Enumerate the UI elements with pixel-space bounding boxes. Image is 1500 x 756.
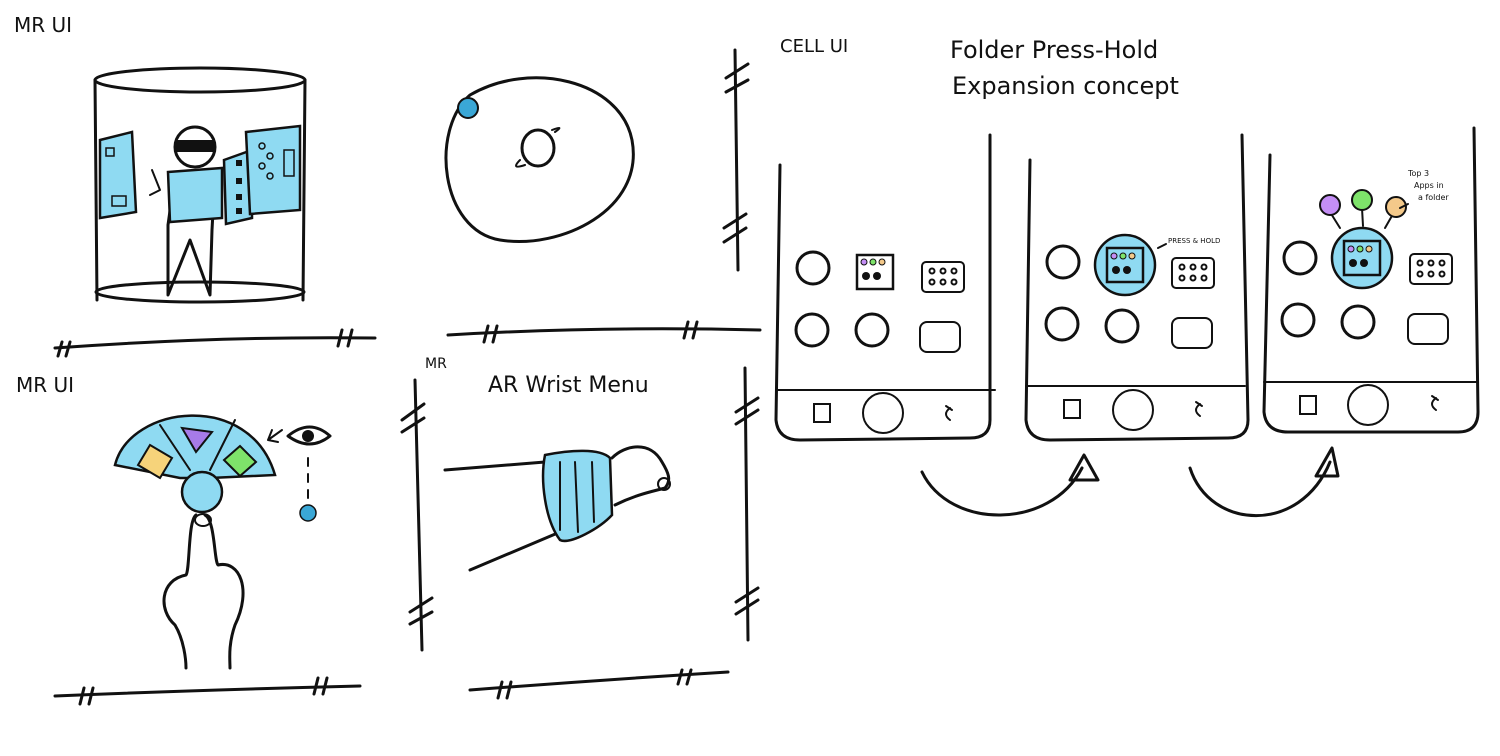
app-icon — [795, 250, 831, 286]
panel-ar-wrist-menu: MR AR Wrist Menu — [400, 356, 760, 700]
label-mr-ui-bottom: MR UI — [16, 373, 74, 397]
label-folder-title-line1: Folder Press-Hold — [950, 36, 1158, 64]
phone-2: PRESS & HOLD — [1024, 133, 1250, 442]
panel-orbit — [444, 48, 762, 344]
top-app-orange — [1385, 196, 1407, 218]
folder-icon — [855, 253, 895, 291]
center-floating-panel — [166, 166, 224, 224]
label-press-hold: PRESS & HOLD — [1168, 237, 1220, 245]
top-app-green — [1351, 189, 1373, 211]
phone-3: Top 3 Apps in a folder — [1262, 126, 1480, 434]
label-folder-title-line2: Expansion concept — [952, 72, 1179, 100]
panel-cell-ui: CELL UI Folder Press-Hold Expansion conc… — [774, 36, 1480, 518]
phone-1 — [774, 133, 996, 442]
green-menu-item — [222, 444, 258, 478]
gaze-dot — [299, 504, 317, 522]
left-floating-panel — [98, 130, 138, 220]
label-cell-ui: CELL UI — [780, 36, 848, 57]
transition-arrow-1 — [920, 466, 1084, 517]
panel-mr-ui-cylinder: MR UI — [14, 13, 377, 358]
folder-press-highlight — [1093, 233, 1157, 297]
radial-center-button — [180, 470, 224, 514]
orbit-dot — [457, 97, 479, 119]
yellow-menu-item — [136, 443, 174, 480]
eye-icon — [302, 430, 314, 442]
right-floating-panel — [244, 124, 302, 216]
label-top3-line1: Top 3 — [1407, 169, 1429, 178]
label-ar-wrist-menu: AR Wrist Menu — [488, 373, 649, 398]
label-mr-small: MR — [425, 356, 447, 372]
label-top3-line2: Apps in — [1414, 181, 1444, 190]
panel-mr-ui-radial: MR UI — [16, 373, 362, 706]
label-mr-ui-top: MR UI — [14, 13, 72, 37]
label-top3-line3: a folder — [1418, 193, 1449, 202]
top-app-purple — [1319, 194, 1341, 216]
violet-menu-item — [180, 426, 214, 454]
transition-arrow-2 — [1188, 460, 1332, 518]
